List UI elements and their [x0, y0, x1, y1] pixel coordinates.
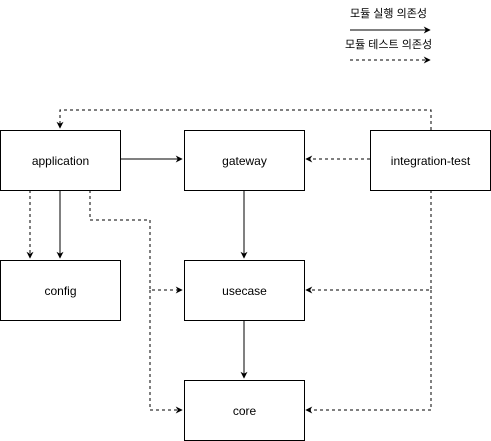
node-gateway[interactable]: gateway [184, 130, 305, 191]
node-gateway-label: gateway [222, 153, 267, 168]
node-config-label: config [44, 283, 77, 298]
node-integration-test[interactable]: integration-test [370, 130, 491, 191]
node-integration-test-label: integration-test [390, 153, 471, 168]
edge-application-usecase-test [89, 190, 183, 294]
node-core-label: core [232, 403, 257, 418]
edge-application-core-test [149, 290, 183, 414]
edge-integration-usecase-test [305, 190, 432, 294]
node-usecase[interactable]: usecase [184, 260, 305, 321]
node-application-label: application [31, 153, 90, 168]
node-config[interactable]: config [0, 260, 121, 321]
legend-runtime-label: 모듈 실행 의존성 [350, 8, 427, 20]
legend-test-label: 모듈 테스트 의존성 [345, 39, 433, 51]
edge-integration-core-test [305, 290, 432, 414]
node-core[interactable]: core [184, 380, 305, 441]
edge-integration-application-test [56, 109, 432, 130]
node-application[interactable]: application [0, 130, 121, 191]
node-usecase-label: usecase [222, 283, 267, 298]
